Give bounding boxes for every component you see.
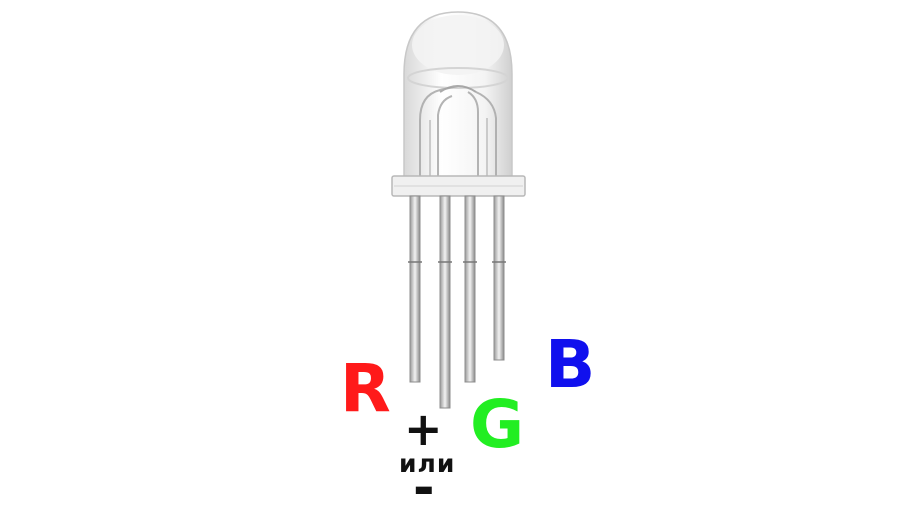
led-legs	[408, 195, 506, 409]
label-red-pin: R	[340, 350, 391, 427]
label-green-pin: G	[470, 386, 525, 463]
leg-green	[464, 195, 476, 383]
dome-highlight	[412, 15, 504, 75]
label-common-minus: -	[413, 458, 435, 518]
label-or: или	[399, 449, 456, 478]
rgb-led-illustration	[391, 11, 526, 409]
leg-common	[439, 195, 451, 409]
leg-red	[409, 195, 421, 383]
leg-blue	[493, 195, 505, 361]
internal-leadframe	[419, 85, 497, 178]
label-blue-pin: B	[545, 326, 596, 403]
label-common-plus: +	[404, 402, 443, 456]
